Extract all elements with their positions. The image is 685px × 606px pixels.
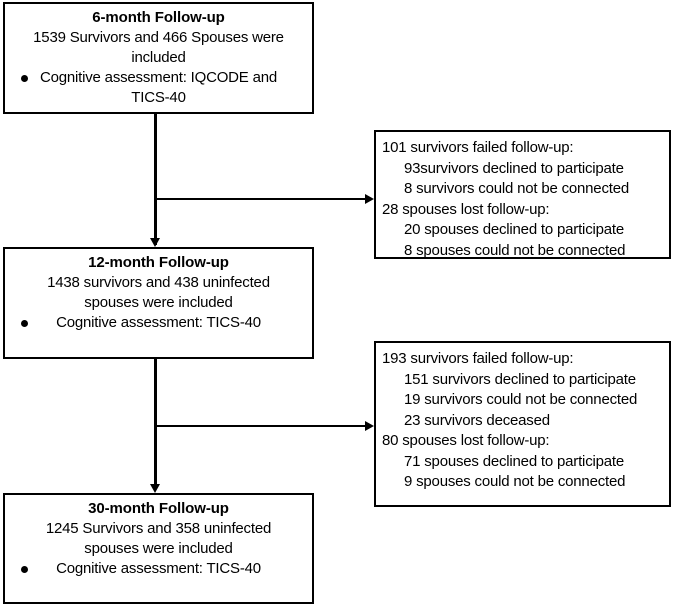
bullet-point-icon xyxy=(21,320,28,327)
stage-text-line: spouses were included xyxy=(84,540,233,557)
stage-box-6-month: 6-month Follow-up 1539 Survivors and 466… xyxy=(3,2,314,114)
bullet-point-icon xyxy=(21,75,28,82)
stage-bullet-text: Cognitive assessment: TICS-40 xyxy=(56,314,261,331)
stage-text-line: 1245 Survivors and 358 uninfected xyxy=(45,520,272,537)
attrition-line: 101 survivors failed follow-up: xyxy=(382,139,574,156)
attrition-line: 28 spouses lost follow-up: xyxy=(382,200,550,218)
connector-horizontal-to-attrition-1 xyxy=(154,197,367,200)
stage-bullet-text: TICS-40 xyxy=(131,89,186,106)
connector-vertical-6-to-12 xyxy=(154,114,157,245)
attrition-line: 19 survivors could not be connected xyxy=(404,391,638,408)
arrowhead-right-attrition-1 xyxy=(365,193,374,204)
connector-horizontal-to-attrition-2 xyxy=(154,424,367,427)
stage-box-30-month: 30-month Follow-up 1245 Survivors and 35… xyxy=(3,493,314,604)
attrition-line: 9 spouses could not be connected xyxy=(404,473,626,490)
attrition-line: 151 survivors declined to participate xyxy=(404,370,636,388)
attrition-line: 71 spouses declined to participate xyxy=(404,452,625,470)
stage-title: 6-month Follow-up xyxy=(92,9,225,26)
stage-bullet-text: Cognitive assessment: IQCODE and xyxy=(39,69,278,86)
stage-text-line: 1438 survivors and 438 uninfected xyxy=(47,274,270,291)
stage-bullet-row: Cognitive assessment: TICS-40 xyxy=(11,313,306,333)
stage-title: 30-month Follow-up xyxy=(88,500,229,517)
attrition-line: 93survivors declined to participate xyxy=(404,159,624,177)
arrowhead-down-12-to-30 xyxy=(149,484,160,493)
connector-vertical-12-to-30 xyxy=(154,359,157,487)
stage-box-12-month: 12-month Follow-up 1438 survivors and 43… xyxy=(3,247,314,359)
stage-bullet-text: Cognitive assessment: TICS-40 xyxy=(56,560,261,577)
arrowhead-down-6-to-12 xyxy=(149,238,160,247)
attrition-box-6-to-12: 101 survivors failed follow-up: 93surviv… xyxy=(374,130,671,259)
attrition-box-12-to-30: 193 survivors failed follow-up: 151 surv… xyxy=(374,341,671,507)
stage-bullet-row: Cognitive assessment: IQCODE and xyxy=(11,68,306,88)
stage-text-line: included xyxy=(131,49,186,66)
attrition-line: 80 spouses lost follow-up: xyxy=(382,432,550,449)
stage-text-line: spouses were included xyxy=(84,294,233,311)
stage-title: 12-month Follow-up xyxy=(88,254,229,271)
attrition-line: 8 spouses could not be connected xyxy=(404,241,626,259)
arrowhead-right-attrition-2 xyxy=(365,420,374,431)
stage-text-line: 1539 Survivors and 466 Spouses were xyxy=(33,29,284,46)
attrition-line: 8 survivors could not be connected xyxy=(404,180,630,197)
attrition-line: 193 survivors failed follow-up: xyxy=(382,350,574,367)
stage-bullet-continuation: TICS-40 xyxy=(11,88,306,108)
bullet-point-icon xyxy=(21,566,28,573)
attrition-line: 20 spouses declined to participate xyxy=(404,221,625,238)
stage-bullet-row: Cognitive assessment: TICS-40 xyxy=(11,559,306,579)
attrition-line: 23 survivors deceased xyxy=(404,411,550,429)
